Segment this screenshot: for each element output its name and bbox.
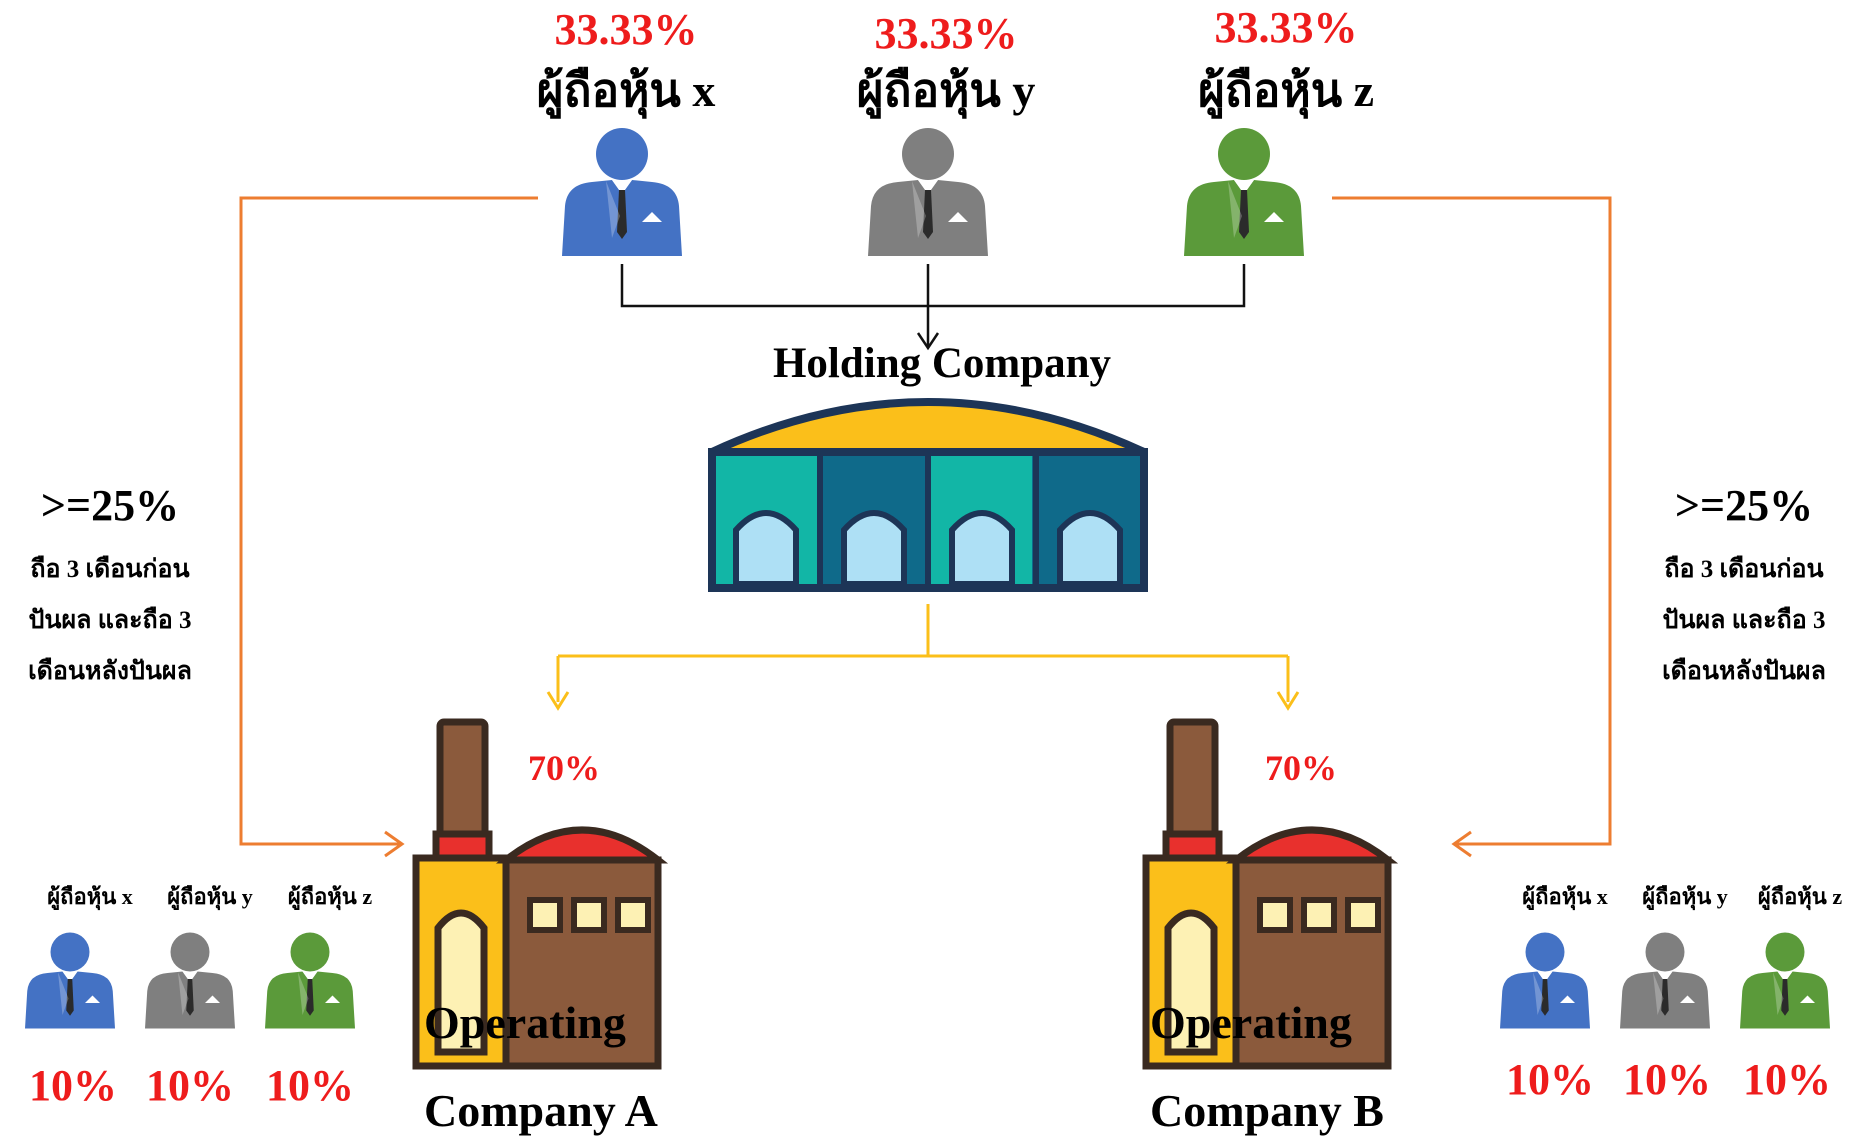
yellow-arrowhead-left	[546, 691, 570, 711]
businessman-icon-left-x	[25, 932, 115, 1029]
left-shareholder-x-percent: 10%	[29, 1061, 117, 1110]
right-shareholder-x-percent: 10%	[1506, 1055, 1594, 1104]
company-b-line1: Operating	[1150, 997, 1352, 1048]
shareholder-y-label: ผู้ถือหุ้น y	[856, 65, 1036, 116]
left-shareholder-x-label: ผู้ถือหุ้น x	[47, 884, 133, 909]
yellow-arrowhead-right	[1276, 691, 1300, 711]
company-a-percent: 70%	[528, 748, 600, 788]
shareholder-z-label: ผู้ถือหุ้น z	[1197, 65, 1375, 116]
shareholder-y-percent: 33.33%	[874, 9, 1018, 58]
black-connector	[620, 264, 1246, 346]
company-b-line2: Company B	[1150, 1085, 1384, 1136]
orange-connector-left	[239, 196, 538, 846]
left-shareholder-y-percent: 10%	[146, 1061, 234, 1110]
orange-arrowhead-right	[1451, 830, 1472, 858]
businessman-icon-y	[868, 128, 988, 256]
businessman-icon-right-y	[1620, 932, 1710, 1029]
left-shareholder-z-percent: 10%	[266, 1061, 354, 1110]
businessman-icon-z	[1184, 128, 1304, 256]
right-shareholder-z-percent: 10%	[1743, 1055, 1831, 1104]
businessman-icon-left-z	[265, 932, 355, 1029]
businessman-icon-x	[562, 128, 682, 256]
businessman-icon-left-y	[145, 932, 235, 1029]
orange-arrowhead-left	[384, 830, 405, 858]
businessman-icon-right-z	[1740, 932, 1830, 1029]
shareholder-x-label: ผู้ถือหุ้น x	[536, 65, 716, 116]
black-arrowhead	[916, 332, 940, 351]
company-a-line1: Operating	[424, 997, 626, 1048]
shareholder-z-percent: 33.33%	[1214, 3, 1358, 52]
left-shareholder-z-label: ผู้ถือหุ้น z	[287, 884, 373, 909]
right-shareholder-y-percent: 10%	[1623, 1055, 1711, 1104]
right-threshold: >=25%	[1674, 481, 1814, 530]
warehouse-icon	[708, 398, 1148, 592]
right-shareholder-x-label: ผู้ถือหุ้น x	[1522, 884, 1608, 909]
yellow-connector	[556, 604, 1290, 702]
company-b-percent: 70%	[1265, 748, 1337, 788]
orange-connector-right	[1332, 196, 1612, 846]
holding-company-title: Holding Company	[772, 340, 1112, 387]
right-condition-text: ถือ 3 เดือนก่อนปันผล และถือ 3 เดือนหลังป…	[1662, 556, 1826, 685]
company-a-line2: Company A	[424, 1085, 658, 1136]
left-shareholder-y-label: ผู้ถือหุ้น y	[167, 884, 253, 909]
businessman-icon-right-x	[1500, 932, 1590, 1029]
shareholder-x-percent: 33.33%	[554, 5, 698, 54]
left-threshold: >=25%	[40, 481, 180, 530]
right-shareholder-y-label: ผู้ถือหุ้น y	[1642, 884, 1728, 909]
left-condition-text: ถือ 3 เดือนก่อนปันผล และถือ 3 เดือนหลังป…	[28, 556, 192, 685]
right-shareholder-z-label: ผู้ถือหุ้น z	[1757, 884, 1843, 909]
